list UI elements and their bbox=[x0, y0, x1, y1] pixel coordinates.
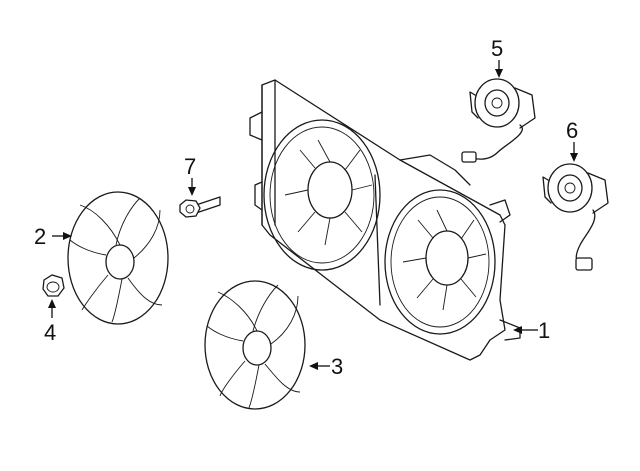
callout-4-arrowhead bbox=[48, 299, 56, 308]
callout-6-arrowhead bbox=[570, 153, 578, 162]
callout-1-label: 1 bbox=[538, 318, 550, 343]
callout-5-label: 5 bbox=[491, 36, 503, 61]
callout-3-arrowhead bbox=[309, 362, 318, 370]
left-fan-blade[interactable] bbox=[67, 191, 169, 325]
callout-3-label: 3 bbox=[331, 354, 343, 379]
callout-6-label: 6 bbox=[566, 118, 578, 143]
right-fan-blade[interactable] bbox=[204, 280, 306, 410]
bolt[interactable] bbox=[179, 196, 221, 218]
callout-7-arrowhead bbox=[188, 187, 196, 196]
callout-4-label: 4 bbox=[44, 320, 56, 345]
callout-1-arrowhead bbox=[513, 326, 522, 334]
callout-5-arrowhead bbox=[495, 69, 503, 78]
fan-shroud[interactable] bbox=[249, 79, 521, 361]
callout-7-label: 7 bbox=[184, 154, 196, 179]
callout-2-arrowhead bbox=[63, 232, 72, 240]
fan-motor-upper[interactable] bbox=[461, 78, 536, 163]
nut[interactable] bbox=[42, 274, 65, 297]
callout-2-label: 2 bbox=[34, 224, 46, 249]
fan-motor-lower[interactable] bbox=[542, 163, 609, 271]
